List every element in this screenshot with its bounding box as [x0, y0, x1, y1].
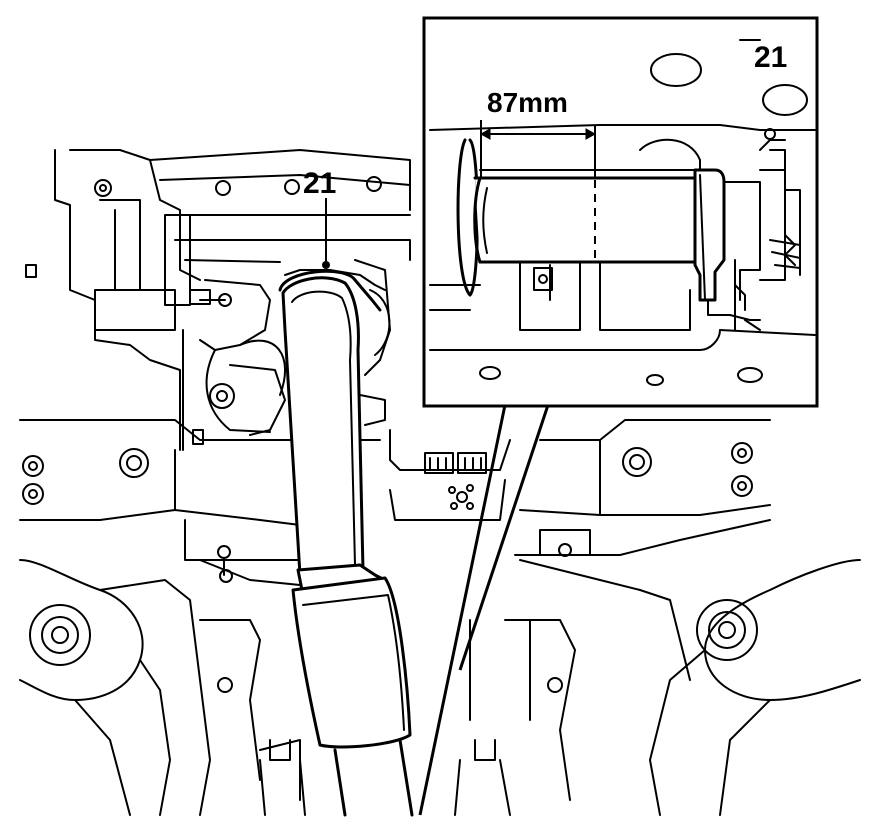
tool-tip: [278, 269, 382, 312]
measuring-tool: [278, 269, 414, 817]
tool-grip: [291, 576, 412, 749]
dimension-label: 87mm: [487, 87, 568, 118]
callout-point-marker: [322, 261, 330, 269]
main-callout: 21: [303, 167, 336, 269]
pipe-body: [473, 176, 697, 264]
inset-part-number: 21: [754, 41, 787, 74]
tool-shaft: [281, 276, 365, 577]
pipe-coupling: [693, 168, 726, 302]
detail-inset: 87mm 21: [418, 16, 819, 816]
dimension-indicator: [479, 120, 597, 260]
main-part-number: 21: [303, 167, 336, 200]
inset-detail-drawing: [429, 39, 816, 386]
callout-leader-lines: [418, 404, 550, 816]
engine-underside-drawing: [19, 149, 861, 816]
